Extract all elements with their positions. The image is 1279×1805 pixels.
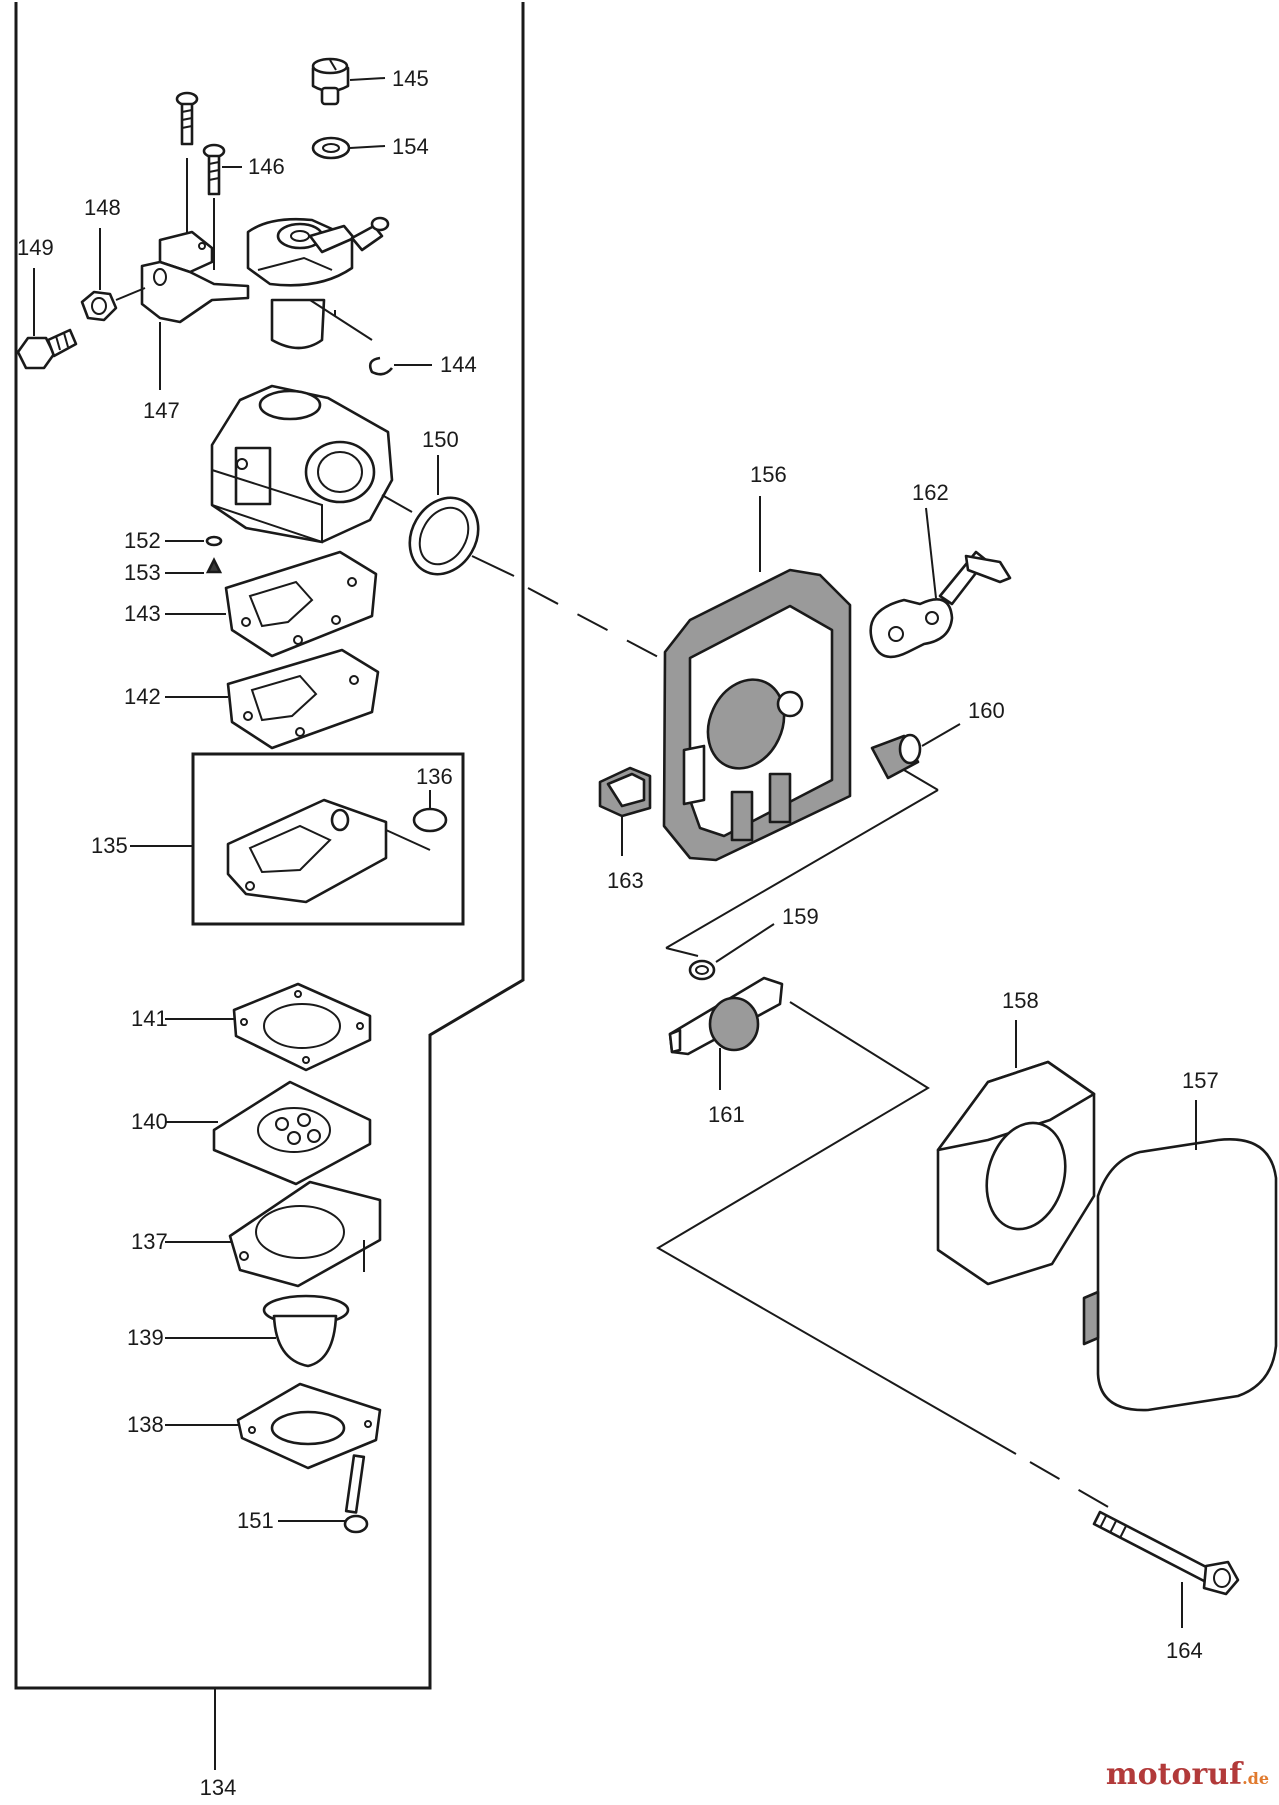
- part-144-clip: [368, 356, 394, 376]
- callout-142: 142: [124, 684, 161, 709]
- callout-159: 159: [782, 904, 819, 929]
- callout-138: 138: [127, 1412, 164, 1437]
- part-138-cover: [236, 1382, 382, 1470]
- part-153-valve: [205, 557, 223, 574]
- kit-box-135: [191, 752, 465, 926]
- part-158-foam-filter: [936, 1060, 1096, 1286]
- part-141-gasket: [232, 982, 372, 1072]
- callout-150: 150: [422, 427, 459, 452]
- callout-135: 135: [91, 833, 128, 858]
- callout-147: 147: [143, 398, 180, 423]
- callout-146: 146: [248, 154, 285, 179]
- callout-149: 149: [17, 235, 54, 260]
- kit-frame-134: [14, 2, 525, 1690]
- assembly-line-2: [665, 789, 939, 957]
- part-150-gasket-ring: [408, 496, 480, 576]
- callout-145: 145: [392, 66, 429, 91]
- callout-154: 154: [392, 134, 429, 159]
- callout-143: 143: [124, 601, 161, 626]
- part-throttle-assembly: [246, 216, 390, 350]
- assembly-line-3: [656, 1001, 1017, 1455]
- callout-141: 141: [131, 1006, 168, 1031]
- part-160-spacer: [870, 733, 922, 780]
- part-145-screw: [311, 57, 350, 106]
- callout-164: 164: [1166, 1638, 1203, 1663]
- part-162-choke-lever: [869, 550, 1012, 659]
- callout-139: 139: [127, 1325, 164, 1350]
- part-149-bolt: [16, 328, 78, 370]
- callout-134: 134: [200, 1775, 237, 1800]
- assembly-axis-1: [527, 587, 661, 659]
- callout-136: 136: [416, 764, 453, 789]
- callout-140: 140: [131, 1109, 168, 1134]
- callout-137: 137: [131, 1229, 168, 1254]
- part-137-pump-body: [228, 1180, 382, 1288]
- part-163-clip: [598, 766, 652, 818]
- part-151-screw: [343, 1454, 369, 1534]
- callout-158: 158: [1002, 988, 1039, 1013]
- callout-152: 152: [124, 528, 161, 553]
- callout-161: 161: [708, 1102, 745, 1127]
- part-156-filter-base: [662, 568, 852, 862]
- part-148-nut: [80, 290, 118, 322]
- part-135-metering-cover: [226, 798, 388, 904]
- callout-163: 163: [607, 868, 644, 893]
- callout-151: 151: [237, 1508, 274, 1533]
- callout-160: 160: [968, 698, 1005, 723]
- part-159-oring: [688, 959, 716, 981]
- part-147-bracket: [140, 230, 250, 324]
- assembly-axis-2: [1029, 1461, 1111, 1509]
- watermark-logo: motoruf.de: [1106, 1757, 1269, 1792]
- part-142-gasket: [226, 648, 380, 750]
- callout-156: 156: [750, 462, 787, 487]
- callout-148: 148: [84, 195, 121, 220]
- part-146-screws: [175, 91, 226, 196]
- part-157-filter-cover: [1082, 1138, 1278, 1412]
- callout-153: 153: [124, 560, 161, 585]
- part-161-bracket: [668, 976, 784, 1056]
- part-carburetor-body: [210, 384, 394, 544]
- callout-162: 162: [912, 480, 949, 505]
- part-139-primer-bulb: [262, 1294, 350, 1368]
- watermark-tld: .de: [1242, 1769, 1269, 1788]
- watermark-main: motoruf: [1105, 1757, 1243, 1792]
- part-152-oring: [205, 535, 223, 547]
- part-164-bolt: [1092, 1510, 1240, 1596]
- callout-157: 157: [1182, 1068, 1219, 1093]
- part-140-diaphragm: [212, 1080, 372, 1186]
- callout-144: 144: [440, 352, 477, 377]
- part-136-pin: [412, 807, 448, 833]
- part-154-washer: [311, 136, 351, 160]
- part-143-gasket: [224, 550, 378, 658]
